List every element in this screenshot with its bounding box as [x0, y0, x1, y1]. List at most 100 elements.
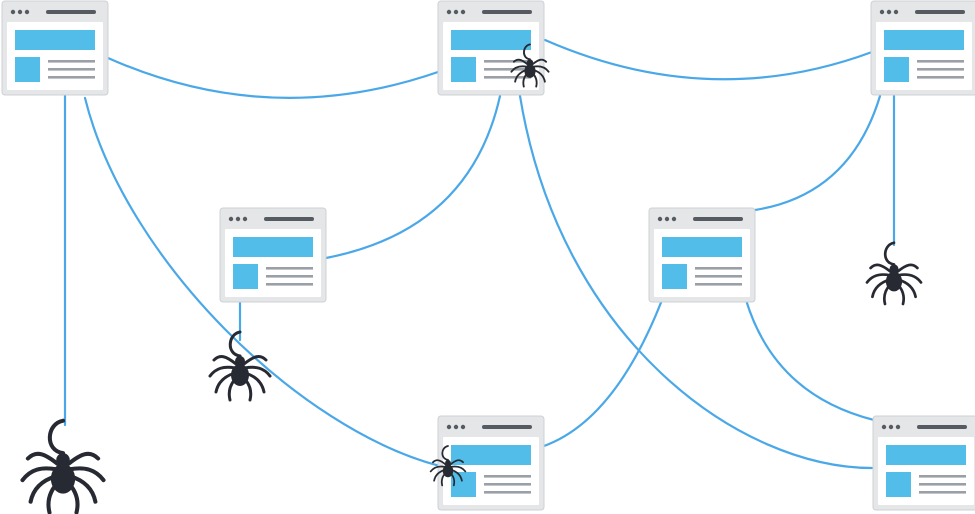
spider-leg: [25, 451, 60, 466]
image-block: [451, 472, 476, 497]
header-block: [233, 237, 313, 257]
text-line: [695, 283, 742, 286]
window-dot: [10, 9, 16, 15]
window-dot: [657, 216, 663, 222]
window-dot: [879, 9, 885, 15]
text-line: [917, 76, 964, 79]
spider-leg: [212, 355, 238, 366]
spider-leg: [897, 273, 923, 284]
page-mid-right-webpage-icon: [648, 207, 756, 303]
bottom-center-spider-icon: [429, 445, 467, 487]
title-bar-line: [46, 10, 96, 14]
text-line: [484, 60, 531, 63]
spider-leg: [242, 355, 268, 366]
spider-body: [442, 464, 454, 478]
image-block: [233, 264, 258, 289]
window-dot: [235, 216, 241, 222]
spider-thread-curl: [441, 445, 449, 461]
window-dot: [460, 9, 466, 15]
spider-leg: [66, 451, 101, 466]
text-line: [484, 475, 531, 478]
spider-leg: [243, 365, 272, 378]
link-topcenter-bottomright: [518, 94, 874, 470]
link-topright-midright: [753, 94, 882, 212]
spider-body: [885, 271, 903, 292]
title-bar-line: [917, 425, 967, 429]
text-line: [484, 76, 531, 79]
text-line: [484, 491, 531, 494]
text-line: [695, 267, 742, 270]
text-line: [695, 275, 742, 278]
page-bottom-right-webpage-icon: [872, 415, 975, 511]
link-topleft-bottomcenter: [83, 96, 442, 468]
spider-thread-curl: [228, 330, 242, 358]
header-block: [662, 237, 742, 257]
spider-head: [56, 453, 70, 467]
spider-head: [889, 264, 899, 274]
window-dot: [895, 424, 901, 430]
spider-leg: [450, 465, 467, 473]
spider-thread-curl: [883, 241, 896, 266]
spider-leg: [869, 263, 892, 273]
on-link-spider-icon: [208, 330, 272, 402]
header-block: [884, 30, 964, 50]
text-line: [919, 475, 966, 478]
text-line: [266, 275, 313, 278]
window-dot: [671, 216, 677, 222]
window-dot: [446, 424, 452, 430]
top-center-spider-icon: [510, 43, 550, 88]
window-dot: [460, 424, 466, 430]
link-topcenter-topright: [543, 38, 874, 81]
text-line: [917, 60, 964, 63]
text-line: [484, 68, 531, 71]
title-bar-line: [482, 425, 532, 429]
header-block: [451, 445, 531, 465]
window-dot: [886, 9, 892, 15]
spider-body: [231, 364, 249, 386]
window-dot: [888, 424, 894, 430]
spider-leg: [865, 273, 891, 284]
page-top-center-webpage-icon: [437, 0, 545, 96]
right-hanging-spider-icon: [865, 241, 923, 306]
image-block: [15, 57, 40, 82]
title-bar-line: [693, 217, 743, 221]
window-dot: [453, 424, 459, 430]
text-line: [917, 68, 964, 71]
link-midright-bottomcenter: [542, 298, 664, 448]
header-block: [451, 30, 531, 50]
link-midright-bottomright: [744, 298, 876, 422]
spider-leg: [510, 65, 528, 73]
spider-leg: [20, 466, 59, 483]
page-top-right-webpage-icon: [870, 0, 975, 96]
window-dot: [453, 9, 459, 15]
spider-head: [526, 59, 534, 66]
window-dot: [446, 9, 452, 15]
spider-leg: [512, 58, 529, 66]
spider-leg: [429, 465, 446, 473]
window-dot: [664, 216, 670, 222]
spider-leg: [449, 459, 464, 466]
window-dot: [242, 216, 248, 222]
spider-leg: [896, 263, 919, 273]
page-mid-left-webpage-icon: [219, 207, 327, 303]
image-block: [662, 264, 687, 289]
header-block: [886, 445, 966, 465]
image-block: [451, 57, 476, 82]
spiders-layer: [20, 43, 923, 514]
spider-body: [50, 463, 76, 494]
header-block: [15, 30, 95, 50]
text-line: [919, 483, 966, 486]
window-dot: [893, 9, 899, 15]
spider-leg: [67, 466, 106, 483]
large-hanging-spider-icon: [20, 418, 106, 514]
window-dot: [228, 216, 234, 222]
spider-head: [445, 459, 451, 466]
page-top-left-webpage-icon: [1, 0, 109, 96]
window-dot: [17, 9, 23, 15]
spider-leg: [208, 365, 237, 378]
image-block: [884, 57, 909, 82]
text-line: [266, 267, 313, 270]
spider-head: [235, 356, 245, 366]
spider-thread-curl: [47, 418, 66, 456]
